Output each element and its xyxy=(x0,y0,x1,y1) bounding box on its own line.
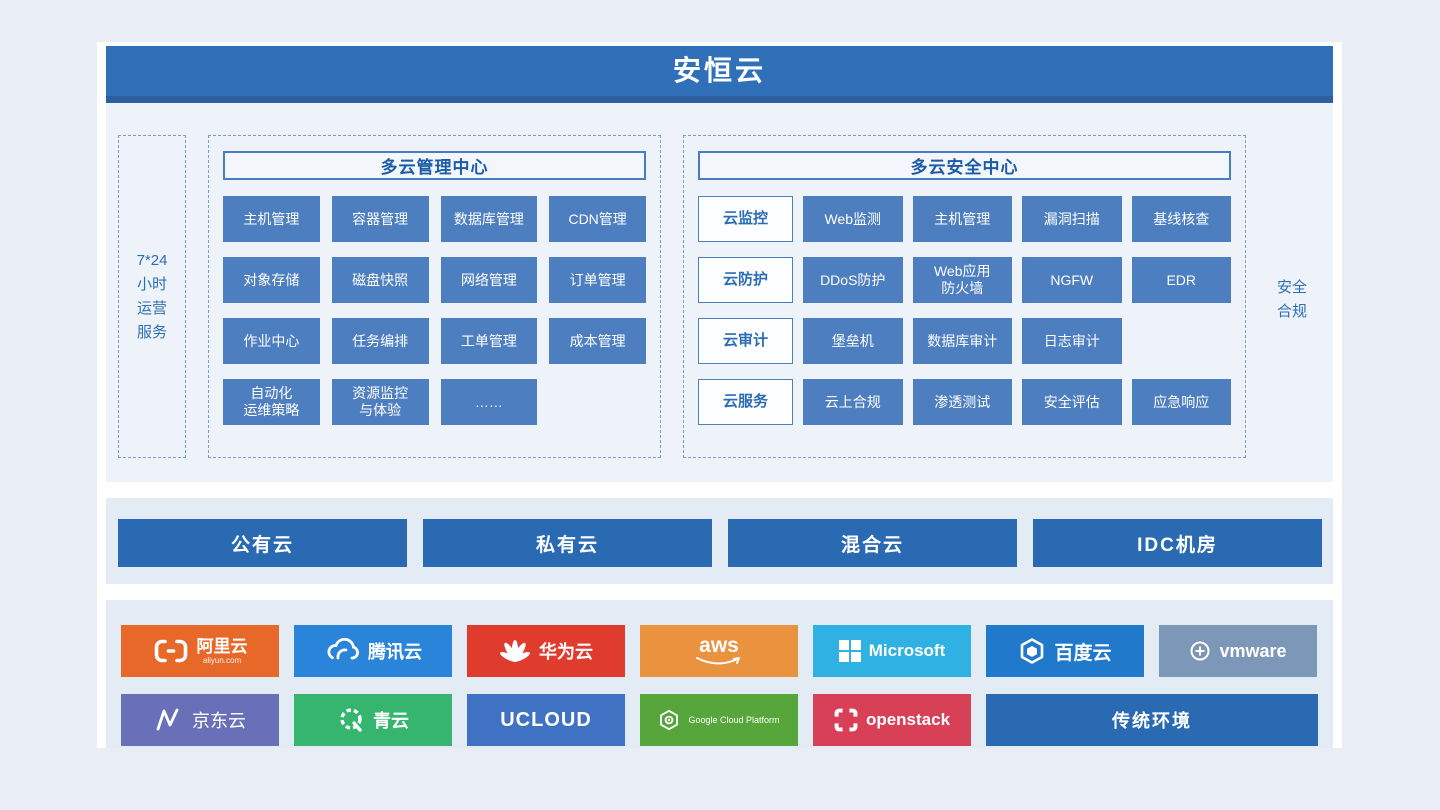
vendors-band: 阿里云 aliyun.com 腾讯云 xyxy=(106,600,1333,748)
security-cell: Web监测 xyxy=(803,196,903,242)
vendor-name: aws xyxy=(699,633,739,657)
jd-cloud-icon xyxy=(156,708,179,731)
vendor-name: 阿里云 xyxy=(196,636,248,656)
vendor-name: 京东云 xyxy=(192,711,246,731)
vendor-tile-tencent-cloud: 腾讯云 xyxy=(294,625,452,677)
security-cell: NGFW xyxy=(1022,257,1122,303)
vendor-name: 传统环境 xyxy=(1112,711,1192,731)
diagram-stage: 安恒云 7*24 小时 运营 服务 多云管理中心 主机管理 容器管理 数据库管理… xyxy=(97,42,1342,748)
security-compliance-label: 安全 合规 xyxy=(1256,276,1328,324)
alibaba-brackets-icon xyxy=(154,639,187,663)
vendor-tile-alibaba-cloud: 阿里云 aliyun.com xyxy=(121,625,279,677)
mgmt-cell: 自动化 运维策略 xyxy=(223,379,320,425)
cloud-type-idc: IDC机房 xyxy=(1033,519,1322,567)
security-row-label: 云监控 xyxy=(698,196,793,242)
vmware-icon xyxy=(1190,641,1210,661)
ops-line: 小时 xyxy=(136,275,167,293)
mgmt-cell: 作业中心 xyxy=(223,318,320,364)
security-cell: EDR xyxy=(1131,257,1231,303)
google-cloud-hexagon-icon xyxy=(660,709,679,731)
vendor-name: 华为云 xyxy=(539,642,593,662)
mgmt-cell: 容器管理 xyxy=(331,196,429,242)
vendor-row-2: 京东云 青云 UCLOUD xyxy=(121,694,1333,746)
management-center-title: 多云管理中心 xyxy=(223,151,646,180)
mgmt-cell: CDN管理 xyxy=(549,196,646,242)
security-cell: 堡垒机 xyxy=(803,318,903,364)
security-cell: 渗透测试 xyxy=(912,379,1012,425)
vendor-name: openstack xyxy=(865,710,951,729)
vendor-subtext: aliyun.com xyxy=(202,655,242,665)
cloud-type-hybrid: 混合云 xyxy=(728,519,1017,567)
baidu-cloud-hexagon-icon xyxy=(1021,638,1044,664)
vendor-tile-huawei-cloud: 华为云 xyxy=(467,625,625,677)
vendor-tile-google-cloud-platform: Google Cloud Platform xyxy=(640,694,798,746)
mgmt-cell: 对象存储 xyxy=(223,257,320,303)
openstack-icon xyxy=(834,708,858,732)
mgmt-cell: 成本管理 xyxy=(549,318,646,364)
ops-line: 服务 xyxy=(136,323,167,341)
vendor-tile-jd-cloud: 京东云 xyxy=(121,694,279,746)
mgmt-cell: …… xyxy=(440,379,538,425)
cloud-type-public: 公有云 xyxy=(118,519,407,567)
mgmt-cell: 主机管理 xyxy=(223,196,320,242)
cloud-types-band: 公有云 私有云 混合云 IDC机房 xyxy=(106,498,1333,584)
security-cell: 日志审计 xyxy=(1022,318,1122,364)
security-cell: Web应用 防火墙 xyxy=(912,257,1012,303)
security-row-label: 云防护 xyxy=(698,257,793,303)
mgmt-cell: 工单管理 xyxy=(440,318,538,364)
mgmt-cell: 磁盘快照 xyxy=(331,257,429,303)
mgmt-cell: 数据库管理 xyxy=(440,196,538,242)
security-row-label: 云审计 xyxy=(698,318,793,364)
security-cell: 数据库审计 xyxy=(912,318,1012,364)
vendor-tile-openstack: openstack xyxy=(813,694,971,746)
security-grid: 云监控 Web监测 主机管理 漏洞扫描 基线核查 云防护 DDoS防护 Web应… xyxy=(698,196,1231,425)
vendor-name: Microsoft xyxy=(868,641,946,660)
security-cell: 安全评估 xyxy=(1022,379,1122,425)
mgmt-cell: 任务编排 xyxy=(331,318,429,364)
vendor-name: UCLOUD xyxy=(500,708,592,731)
huawei-flower-icon xyxy=(500,640,530,662)
aws-smile-icon xyxy=(696,656,740,664)
vendor-tile-baidu-cloud: 百度云 xyxy=(986,625,1144,677)
security-cell: 应急响应 xyxy=(1131,379,1231,425)
vendor-tile-qingcloud: 青云 xyxy=(294,694,452,746)
tencent-cloud-icon xyxy=(327,638,359,660)
platform-section: 安恒云 7*24 小时 运营 服务 多云管理中心 主机管理 容器管理 数据库管理… xyxy=(106,46,1333,482)
mgmt-cell: 订单管理 xyxy=(549,257,646,303)
security-center-panel: 多云安全中心 云监控 Web监测 主机管理 漏洞扫描 基线核查 云防护 DDoS… xyxy=(683,135,1246,458)
vendor-name: 腾讯云 xyxy=(368,642,422,662)
security-row-label: 云服务 xyxy=(698,379,793,425)
vendor-row-1: 阿里云 aliyun.com 腾讯云 xyxy=(121,625,1333,677)
vendor-tile-legacy-environment: 传统环境 xyxy=(986,694,1318,746)
security-cell: DDoS防护 xyxy=(803,257,903,303)
security-cell: 漏洞扫描 xyxy=(1022,196,1122,242)
vendor-name: 百度云 xyxy=(1054,642,1112,664)
compliance-line: 安全 xyxy=(1276,279,1307,296)
ops-service-box: 7*24 小时 运营 服务 xyxy=(118,135,186,458)
mgmt-cell: 网络管理 xyxy=(440,257,538,303)
security-center-title: 多云安全中心 xyxy=(698,151,1231,180)
security-cell: 主机管理 xyxy=(912,196,1012,242)
vendor-name: 青云 xyxy=(373,711,409,731)
vendor-tile-ucloud: UCLOUD xyxy=(467,694,625,746)
vendor-tile-aws: aws xyxy=(640,625,798,677)
vendor-tile-microsoft: Microsoft xyxy=(813,625,971,677)
qingcloud-icon xyxy=(340,708,362,732)
compliance-line: 合规 xyxy=(1276,303,1307,320)
ops-line: 7*24 xyxy=(136,251,168,269)
security-cell: 基线核查 xyxy=(1131,196,1231,242)
vendor-name: Google Cloud Platform xyxy=(688,715,780,725)
management-grid: 主机管理 容器管理 数据库管理 CDN管理 对象存储 磁盘快照 网络管理 订单管… xyxy=(223,196,646,425)
ops-line: 运营 xyxy=(136,299,167,317)
cloud-type-private: 私有云 xyxy=(423,519,712,567)
vendor-name: vmware xyxy=(1219,640,1287,661)
mgmt-cell: 资源监控 与体验 xyxy=(331,379,429,425)
security-cell: 云上合规 xyxy=(803,379,903,425)
vendor-tile-vmware: vmware xyxy=(1159,625,1317,677)
banner-title: 安恒云 xyxy=(106,46,1333,103)
management-center-panel: 多云管理中心 主机管理 容器管理 数据库管理 CDN管理 对象存储 磁盘快照 网… xyxy=(208,135,661,458)
microsoft-window-icon xyxy=(838,640,861,662)
